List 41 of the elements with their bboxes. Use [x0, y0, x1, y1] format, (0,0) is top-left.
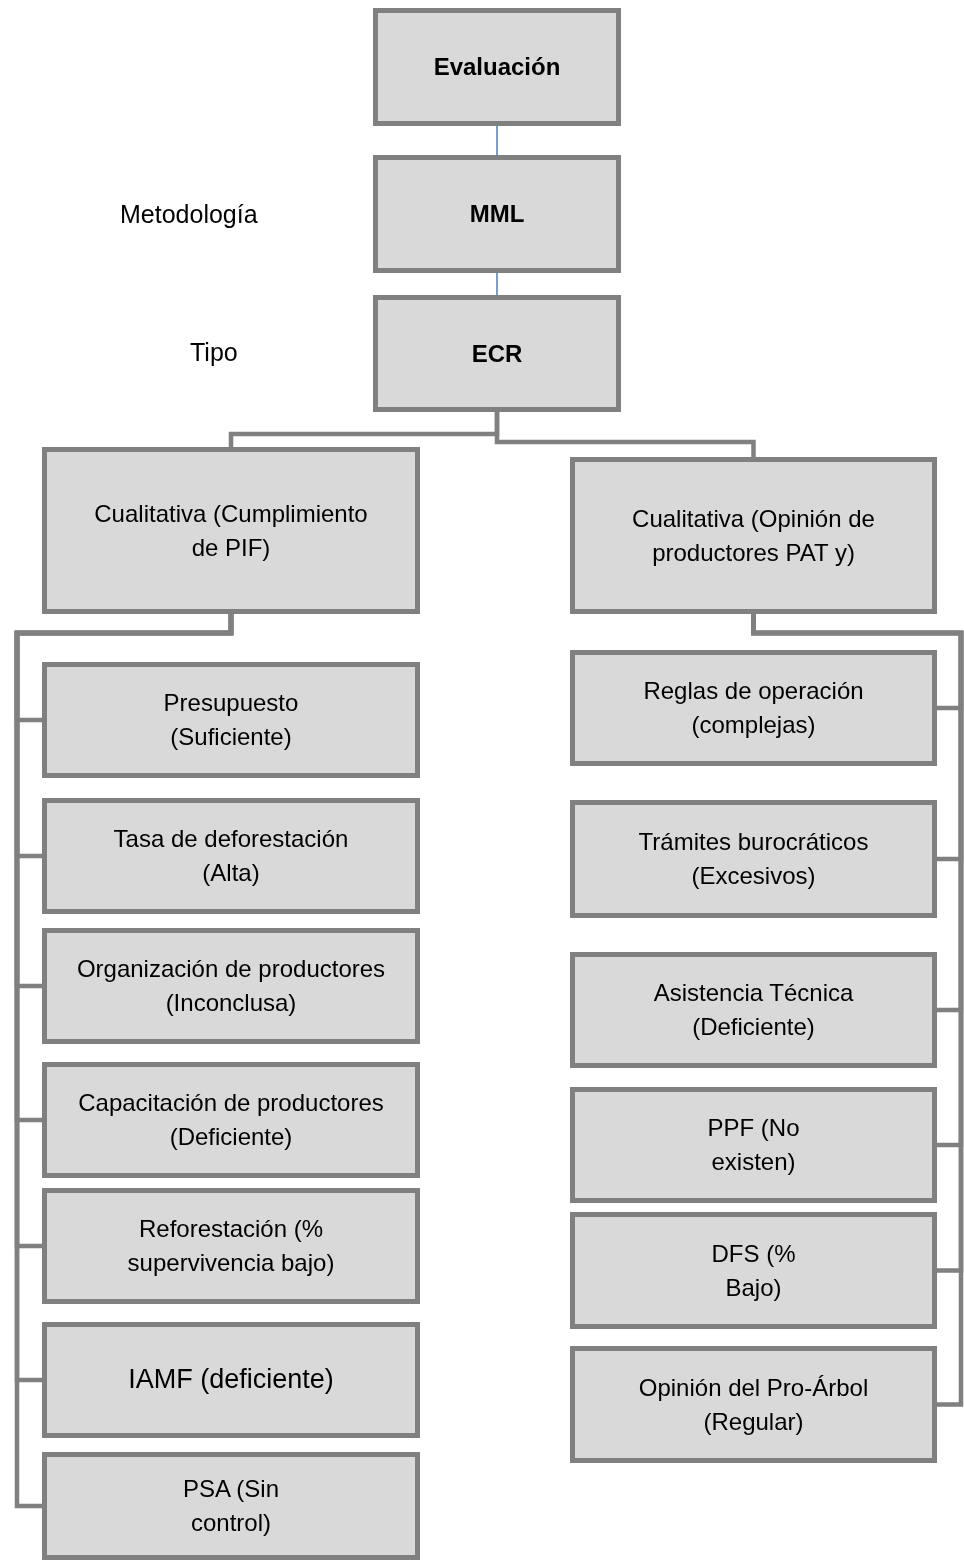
box-text: Evaluación — [433, 52, 561, 83]
process-box — [42, 1452, 420, 1560]
connector-line — [494, 412, 756, 457]
level-label: Metodología — [120, 200, 258, 229]
process-box — [42, 662, 420, 778]
box-text: Tasa de deforestación (Alta) — [112, 824, 350, 888]
process-box — [373, 295, 621, 412]
box-text: Cualitativa (Cumplimiento de PIF) — [93, 498, 369, 563]
process-box — [42, 1322, 420, 1438]
process-box — [42, 1062, 420, 1178]
process-box — [373, 8, 621, 126]
process-box — [42, 1188, 420, 1304]
process-box — [570, 457, 937, 614]
box-text: Asistencia Técnica (Deficiente) — [652, 978, 855, 1042]
box-text: Organización de productores (Inconclusa) — [76, 954, 386, 1018]
box-text: PPF (No existen) — [706, 1113, 801, 1177]
box-text: MML — [469, 199, 525, 230]
box-text: Presupuesto (Suficiente) — [162, 688, 300, 752]
process-box — [42, 928, 420, 1044]
box-text: Reglas de operación (complejas) — [642, 676, 865, 740]
box-text: DFS (% Bajo) — [710, 1238, 797, 1303]
process-box — [570, 1346, 937, 1463]
box-text: Reforestación (% supervivencia bajo) — [126, 1214, 336, 1278]
connector-line — [496, 125, 498, 156]
process-box — [570, 1212, 937, 1329]
connector-line — [496, 272, 498, 296]
box-text: Capacitación de productores (Deficiente) — [77, 1088, 385, 1152]
process-box — [570, 1087, 937, 1203]
box-text: ECR — [471, 338, 523, 369]
process-box — [42, 798, 420, 914]
box-text: PSA (Sin control) — [181, 1474, 280, 1538]
process-box — [570, 650, 937, 766]
process-box — [570, 952, 937, 1068]
box-text: Cualitativa (Opinión de productores PAT y) — [631, 503, 876, 568]
level-label: Tipo — [190, 338, 238, 367]
box-text: IAMF (deficiente) — [128, 1363, 334, 1397]
process-box — [42, 447, 420, 614]
process-box — [373, 155, 621, 273]
process-box — [570, 800, 937, 918]
box-text: Opinión del Pro-Árbol (Regular) — [637, 1372, 870, 1437]
box-text: Trámites burocráticos (Excesivos) — [637, 827, 870, 891]
